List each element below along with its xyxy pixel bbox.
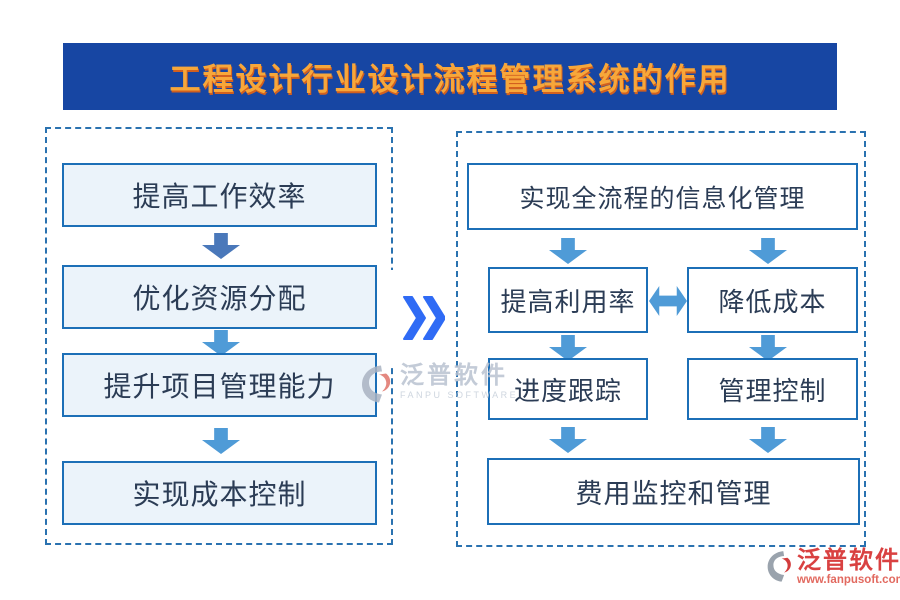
- fast-forward-icon: [403, 294, 446, 347]
- flow-box-label: 优化资源分配: [132, 284, 307, 315]
- flow-box-efficiency: 提高工作效率: [62, 163, 377, 227]
- flow-box-label: 提高利用率: [500, 287, 636, 317]
- flow-box-label: 管理控制: [718, 376, 827, 406]
- flow-box-label: 提升项目管理能力: [103, 372, 336, 403]
- flow-box-label: 实现成本控制: [132, 480, 307, 511]
- flow-box-expense-monitoring: 费用监控和管理: [487, 458, 860, 525]
- fanpu-logo-icon: [767, 551, 791, 582]
- flow-box-label: 降低成本: [718, 287, 827, 317]
- watermark-url: www.fanpusoft.com: [797, 574, 900, 586]
- right-panel: [456, 131, 866, 547]
- watermark-brand: 泛普软件: [797, 548, 900, 574]
- flow-box-label: 实现全流程的信息化管理: [519, 185, 806, 213]
- flow-box-progress-tracking: 进度跟踪: [488, 358, 648, 420]
- flow-box-resource: 优化资源分配: [62, 265, 377, 329]
- flow-box-cost-control: 实现成本控制: [62, 461, 377, 525]
- flow-box-full-process-info: 实现全流程的信息化管理: [467, 163, 858, 230]
- flow-box-label: 提高工作效率: [132, 182, 307, 213]
- flow-box-label: 费用监控和管理: [575, 479, 772, 509]
- watermark-corner: 泛普软件 www.fanpusoft.com: [766, 549, 900, 586]
- flow-box-label: 进度跟踪: [513, 376, 622, 406]
- flow-box-lower-cost: 降低成本: [687, 267, 858, 333]
- page-title: 工程设计行业设计流程管理系统的作用: [169, 62, 731, 97]
- flow-box-utilization: 提高利用率: [488, 267, 648, 333]
- flow-box-mgmt-control: 管理控制: [687, 358, 858, 420]
- title-banner: 工程设计行业设计流程管理系统的作用: [63, 43, 837, 110]
- flow-box-project-mgmt: 提升项目管理能力: [62, 353, 377, 417]
